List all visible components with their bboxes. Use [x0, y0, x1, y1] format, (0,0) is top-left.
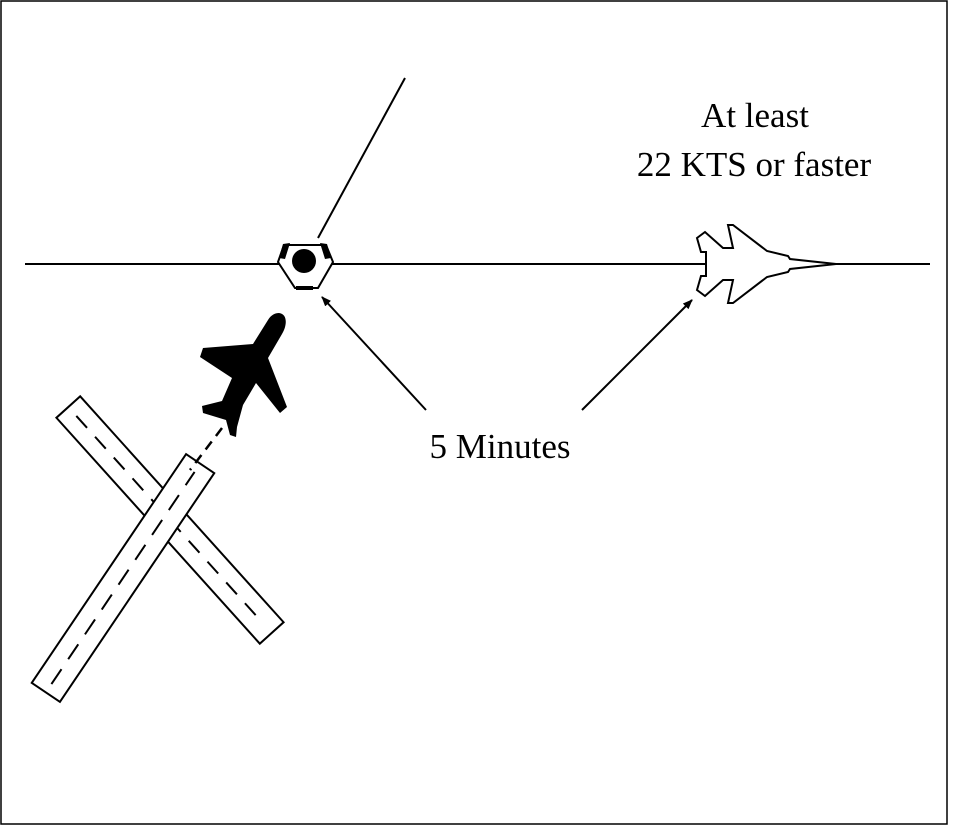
fighter-jet-icon — [695, 224, 837, 304]
speed-label-line2: 22 KTS or faster — [637, 145, 872, 184]
vor-navaid-icon — [276, 243, 335, 290]
arrow-icon — [321, 296, 427, 411]
runway-icon — [30, 394, 286, 704]
departing-aircraft-icon — [200, 313, 287, 437]
radial-line — [317, 77, 406, 239]
arrow-icon — [581, 299, 693, 411]
departure-path — [189, 427, 223, 471]
speed-label-line1: At least — [701, 96, 809, 135]
time-label: 5 Minutes — [430, 427, 571, 466]
